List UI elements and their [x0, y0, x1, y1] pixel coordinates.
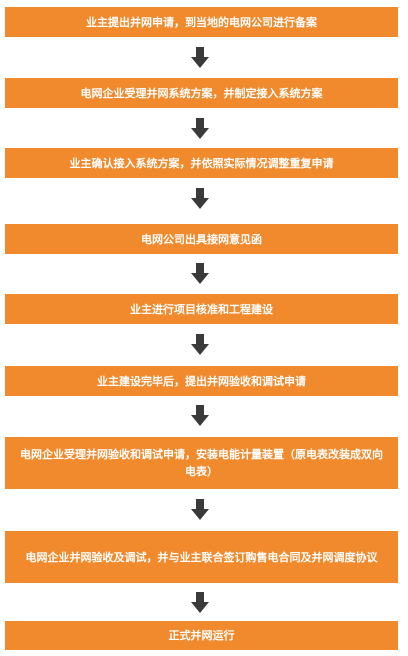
step-3-box: 业主确认接入系统方案，并依照实际情况调整重复申请	[5, 148, 398, 178]
step-7-box: 电网企业受理并网验收和调试申请，安装电能计量装置（原电表改装成双向电表）	[5, 437, 398, 489]
down-arrow-icon	[191, 188, 209, 210]
down-arrow-icon	[191, 499, 209, 521]
step-5-box: 业主进行项目核准和工程建设	[5, 294, 398, 324]
down-arrow-icon	[191, 47, 209, 69]
step-8-label: 电网企业并网验收及调试，并与业主联合签订购售电合同及并网调度协议	[25, 550, 378, 564]
down-arrow-icon	[191, 334, 209, 356]
step-8-box: 电网企业并网验收及调试，并与业主联合签订购售电合同及并网调度协议	[5, 531, 398, 583]
step-1-box: 业主提出并网申请，到当地的电网公司进行备案	[5, 7, 398, 37]
step-4-label: 电网公司出具接网意见函	[141, 232, 262, 246]
down-arrow-icon	[191, 118, 209, 140]
step-2-label: 电网企业受理并网系统方案，并制定接入系统方案	[80, 86, 323, 100]
step-4-box: 电网公司出具接网意见函	[5, 224, 398, 254]
down-arrow-icon	[191, 263, 209, 285]
down-arrow-icon	[191, 592, 209, 614]
step-3-label: 业主确认接入系统方案，并依照实际情况调整重复申请	[69, 156, 334, 170]
step-6-label: 业主建设完毕后，提出并网验收和调试申请	[97, 374, 306, 388]
step-5-label: 业主进行项目核准和工程建设	[130, 302, 273, 316]
step-9-label: 正式并网运行	[168, 629, 235, 642]
step-1-label: 业主提出并网申请，到当地的电网公司进行备案	[86, 15, 317, 29]
step-7-label: 电网企业受理并网验收和调试申请，安装电能计量装置（原电表改装成双向电表）	[20, 448, 383, 478]
step-9-box: 正式并网运行	[5, 621, 398, 650]
step-6-box: 业主建设完毕后，提出并网验收和调试申请	[5, 366, 398, 396]
step-2-box: 电网企业受理并网系统方案，并制定接入系统方案	[5, 78, 398, 108]
down-arrow-icon	[191, 405, 209, 427]
